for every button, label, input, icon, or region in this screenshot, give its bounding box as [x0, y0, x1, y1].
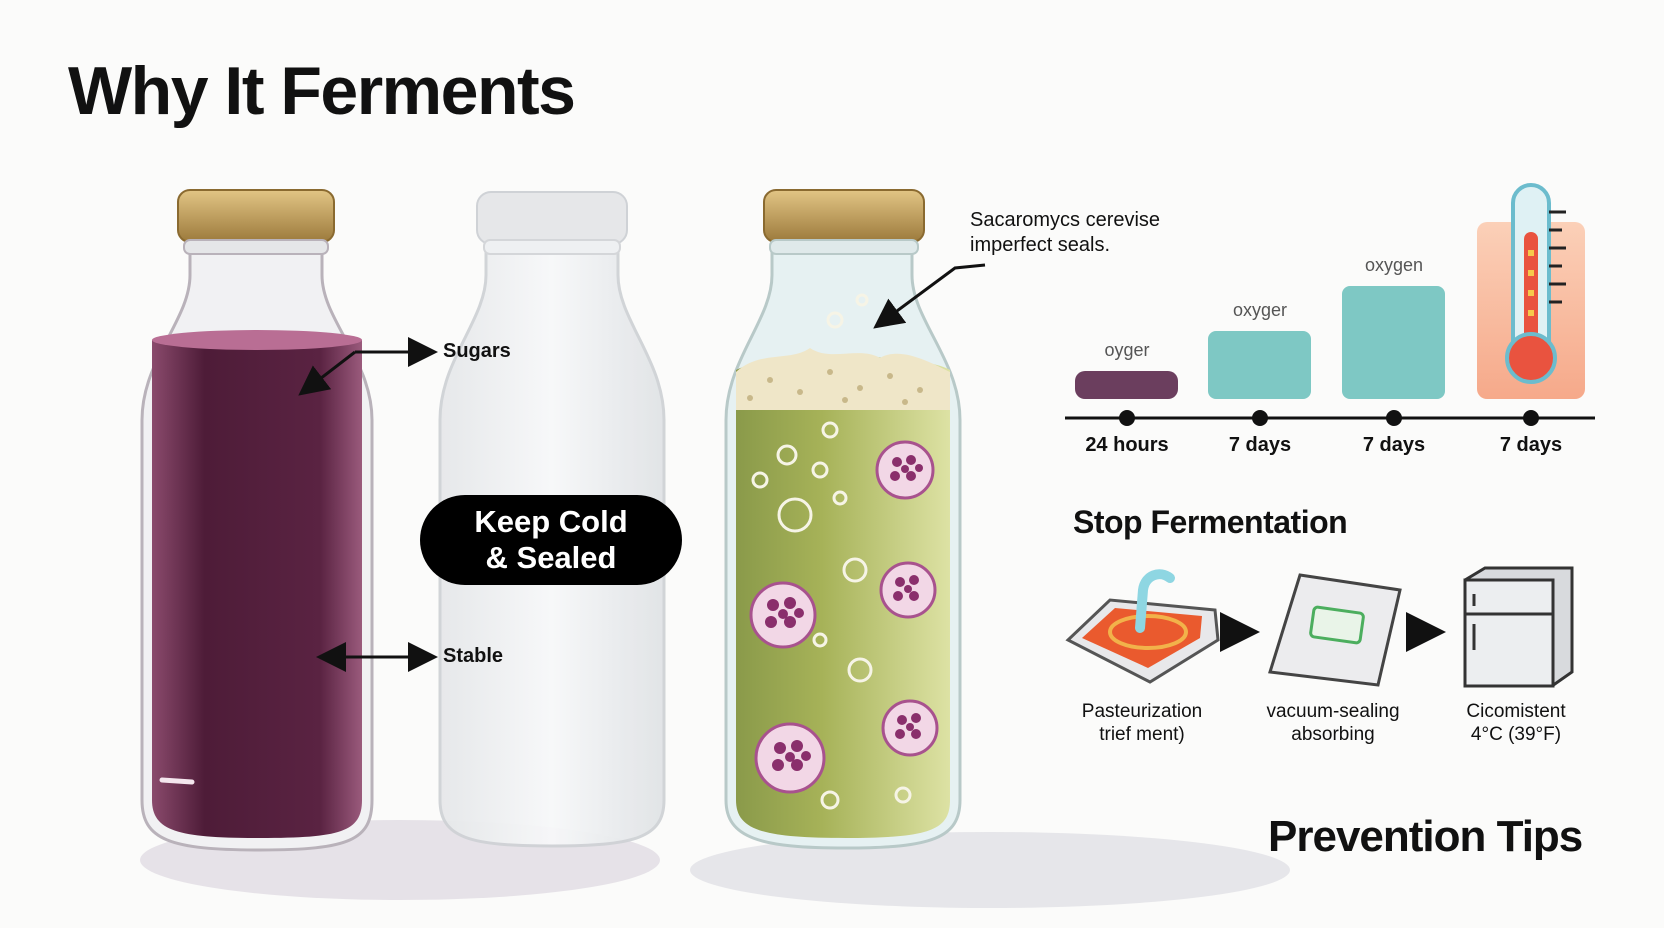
- vacuum-bag-icon: [1268, 573, 1402, 687]
- prevention-tips-heading: Prevention Tips: [1268, 812, 1583, 861]
- timeline-dot-4: [1523, 410, 1539, 426]
- step-3-line1: Cicomistent: [1466, 701, 1566, 722]
- fridge-icon: [1463, 566, 1574, 688]
- step-1-line2: trief ment): [1099, 724, 1185, 745]
- keep-cold-line1: Keep Cold: [474, 504, 628, 539]
- timeline-time-2: 7 days: [1228, 434, 1292, 456]
- keep-cold-line2: & Sealed: [485, 540, 617, 575]
- yeast-callout-line1: Sacaromycs cerevise: [970, 209, 1161, 231]
- keep-cold-badge: Keep Cold & Sealed: [420, 495, 682, 585]
- timeline-label-1: oyger: [1104, 340, 1150, 360]
- timeline-time-3: 7 days: [1362, 434, 1426, 456]
- fermenting-bottle: [724, 189, 962, 850]
- stop-fermentation-title: Stop Fermentation: [1073, 504, 1348, 540]
- timeline-chart: [1065, 183, 1595, 426]
- yeast-cells: [749, 440, 939, 794]
- timeline-dot-2: [1252, 410, 1268, 426]
- yeast-callout: Sacaromycs cerevise imperfect seals.: [970, 208, 1160, 258]
- page-title: Why It Ferments: [68, 53, 576, 129]
- timeline-dot-1: [1119, 410, 1135, 426]
- timeline-bar-1: [1075, 371, 1178, 399]
- juice-bottle: [140, 189, 374, 852]
- timeline-bar-3: [1342, 286, 1445, 399]
- timeline-label-2: oxyger: [1232, 300, 1288, 320]
- timeline-time-1: 24 hours: [1085, 434, 1169, 456]
- timeline-time-4: 7 days: [1499, 434, 1563, 456]
- timeline-bar-2: [1208, 331, 1311, 399]
- pasteurization-icon: [1065, 569, 1220, 684]
- thermometer-icon: [1505, 183, 1566, 384]
- yeast-callout-line2: imperfect seals.: [970, 234, 1111, 256]
- step-3-line2: 4°C (39°F): [1470, 724, 1562, 745]
- annotation-arrows: [298, 263, 986, 672]
- timeline-dot-3: [1386, 410, 1402, 426]
- step-2-line1: vacuum-sealing: [1266, 701, 1400, 722]
- step-1-line1: Pasteurization: [1081, 701, 1203, 722]
- timeline-label-3: oxygen: [1364, 255, 1424, 275]
- step-vacuum: vacuum-sealing absorbing: [1238, 700, 1428, 746]
- sugars-label: Sugars: [443, 340, 511, 362]
- stable-label: Stable: [443, 645, 504, 667]
- step-2-line2: absorbing: [1291, 724, 1375, 745]
- step-pasteurization: Pasteurization trief ment): [1047, 700, 1237, 746]
- step-cold-storage: Cicomistent 4°C (39°F): [1421, 700, 1611, 746]
